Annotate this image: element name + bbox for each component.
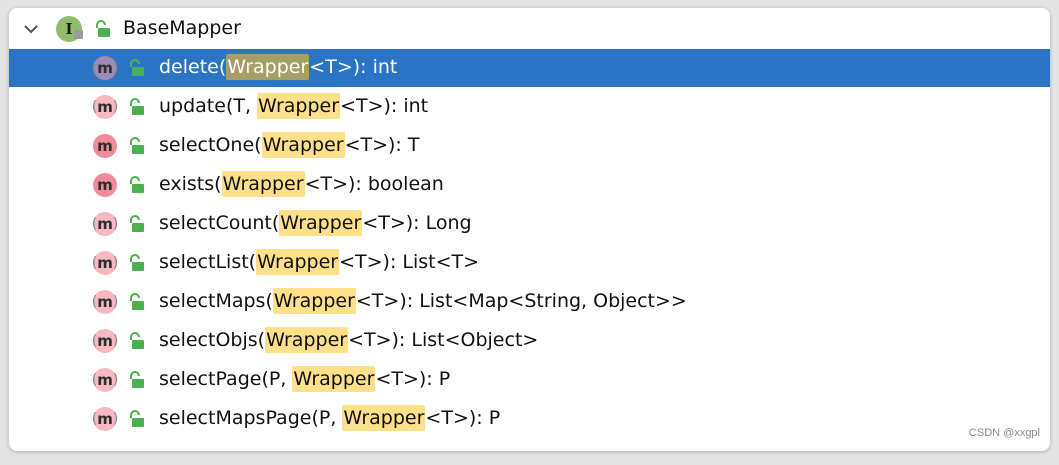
method-signature: selectObjs(Wrapper<T>): List<Object>: [159, 327, 539, 353]
public-lock-icon: [130, 176, 144, 193]
method-signature: selectMapsPage(P, Wrapper<T>): P: [159, 405, 501, 431]
method-row[interactable]: (m) selectObjs(Wrapper<T>): List<Object>: [9, 322, 1050, 360]
method-row[interactable]: (m) selectList(Wrapper<T>): List<T>: [9, 244, 1050, 282]
search-match-highlight: Wrapper: [257, 93, 341, 119]
abstract-method-icon: (m): [92, 329, 118, 353]
method-row[interactable]: (m) delete(Wrapper<T>): int: [9, 49, 1050, 87]
public-lock-icon: [130, 410, 144, 427]
tree-node-basemapper[interactable]: I BaseMapper: [9, 10, 1050, 48]
search-match-highlight: Wrapper: [272, 288, 356, 314]
method-params-prefix: T,: [233, 95, 258, 117]
method-name: selectPage(: [159, 368, 269, 390]
method-signature: selectCount(Wrapper<T>): Long: [159, 210, 472, 236]
method-signature: update(T, Wrapper<T>): int: [159, 93, 429, 119]
method-signature: selectList(Wrapper<T>): List<T>: [159, 249, 480, 275]
method-signature-rest: <T>): List<T>: [339, 251, 480, 273]
method-name: selectMaps(: [159, 290, 273, 312]
abstract-method-icon: (m): [92, 290, 118, 314]
method-signature: selectPage(P, Wrapper<T>): P: [159, 366, 451, 392]
public-lock-icon: [130, 293, 144, 310]
search-match-highlight: Wrapper: [279, 210, 363, 236]
method-params-prefix: P,: [268, 368, 293, 390]
method-signature: selectOne(Wrapper<T>): T: [159, 132, 420, 158]
public-lock-icon: [130, 59, 144, 76]
public-lock-icon: [130, 371, 144, 388]
method-icon: m: [93, 134, 117, 158]
method-name: selectList(: [159, 251, 257, 273]
method-signature: delete(Wrapper<T>): int: [159, 54, 398, 80]
method-name: delete(: [159, 56, 227, 78]
method-row[interactable]: (m) selectMaps(Wrapper<T>): List<Map<Stri…: [9, 283, 1050, 321]
public-lock-icon: [96, 20, 110, 37]
method-icon: m: [93, 173, 117, 197]
public-lock-icon: [130, 98, 144, 115]
method-signature: selectMaps(Wrapper<T>): List<Map<String,…: [159, 288, 687, 314]
abstract-method-icon: (m): [92, 368, 118, 392]
method-row[interactable]: m exists(Wrapper<T>): boolean: [9, 166, 1050, 204]
method-row[interactable]: (m) selectMapsPage(P, Wrapper<T>): P: [9, 400, 1050, 438]
method-signature-rest: <T>): P: [425, 407, 501, 429]
method-signature-rest: <T>): boolean: [304, 173, 444, 195]
method-row[interactable]: m selectOne(Wrapper<T>): T: [9, 127, 1050, 165]
method-signature-rest: <T>): P: [375, 368, 451, 390]
method-row[interactable]: (m) update(T, Wrapper<T>): int: [9, 88, 1050, 126]
search-match-highlight: Wrapper: [342, 405, 426, 431]
watermark: CSDN @xxgpl: [968, 427, 1040, 439]
public-lock-icon: [130, 332, 144, 349]
search-match-highlight: Wrapper: [221, 171, 305, 197]
method-signature-rest: <T>): List<Object>: [348, 329, 539, 351]
method-name: selectMapsPage(: [159, 407, 319, 429]
method-signature-rest: <T>): int: [340, 95, 429, 117]
interface-icon: I: [56, 16, 82, 42]
package-private-lock-icon: [74, 30, 83, 39]
method-signature-rest: <T>): List<Map<String, Object>>: [355, 290, 687, 312]
public-lock-icon: [130, 254, 144, 271]
public-lock-icon: [130, 137, 144, 154]
method-signature-rest: <T>): int: [309, 56, 398, 78]
method-signature-rest: <T>): T: [344, 134, 420, 156]
method-row[interactable]: (m) selectCount(Wrapper<T>): Long: [9, 205, 1050, 243]
interface-icon-letter: I: [65, 20, 73, 38]
public-lock-icon: [130, 215, 144, 232]
structure-tree-panel: I BaseMapper (m)delete(Wrapper<T>): int(…: [9, 8, 1050, 451]
abstract-method-icon: (m): [92, 56, 118, 80]
method-signature-rest: <T>): Long: [362, 212, 472, 234]
method-signature: exists(Wrapper<T>): boolean: [159, 171, 444, 197]
search-match-highlight: Wrapper: [265, 327, 349, 353]
search-match-highlight: Wrapper: [256, 249, 340, 275]
tree-node-label: BaseMapper: [123, 17, 241, 39]
abstract-method-icon: (m): [92, 212, 118, 236]
abstract-method-icon: (m): [92, 251, 118, 275]
method-name: selectCount(: [159, 212, 280, 234]
search-match-highlight: Wrapper: [261, 132, 345, 158]
method-row[interactable]: (m) selectPage(P, Wrapper<T>): P: [9, 361, 1050, 399]
search-match-highlight: Wrapper: [292, 366, 376, 392]
method-name: update(: [159, 95, 234, 117]
method-params-prefix: P,: [318, 407, 343, 429]
method-name: selectObjs(: [159, 329, 266, 351]
method-name: exists(: [159, 173, 222, 195]
abstract-method-icon: (m): [92, 95, 118, 119]
abstract-method-icon: (m): [92, 407, 118, 431]
method-name: selectOne(: [159, 134, 262, 156]
search-match-highlight: Wrapper: [226, 54, 310, 80]
chevron-down-icon[interactable]: [21, 19, 41, 39]
